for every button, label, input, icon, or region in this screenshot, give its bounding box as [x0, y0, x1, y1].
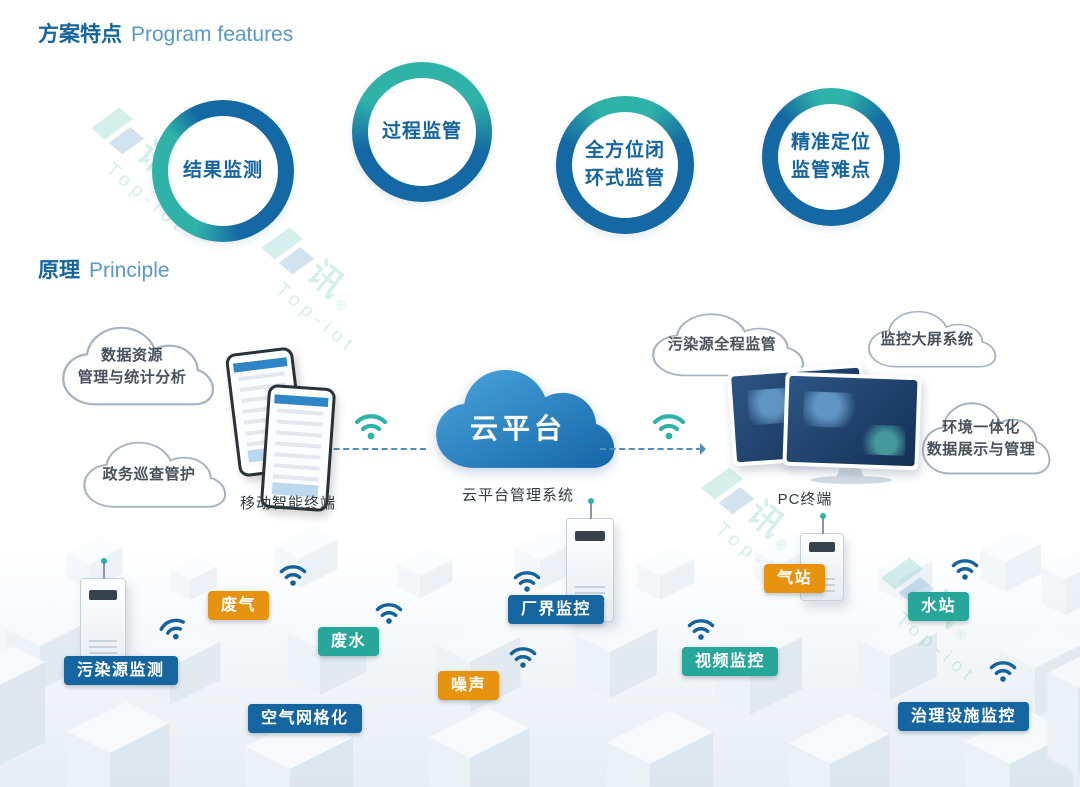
logo-bar-icon	[108, 127, 145, 155]
ring-label: 过程监管	[381, 121, 462, 143]
site-label-pollution-source-monitoring: 污染源监测	[64, 656, 178, 685]
wifi-icon	[506, 642, 540, 670]
feature-ring-result-monitoring: 结果监测	[152, 100, 294, 242]
ring-label: 监管难点	[790, 160, 871, 181]
section-title-principle: 原理 Principle	[38, 254, 170, 284]
wifi-icon	[350, 408, 392, 442]
cloud-label: 数据资源	[100, 346, 163, 364]
cloud-platform-label: 云平台	[469, 412, 566, 444]
logo-bar-icon	[261, 227, 304, 260]
watermark-glyph: 讯	[299, 254, 351, 306]
site-label-factory-boundary-monitoring: 厂界监控	[508, 595, 605, 624]
cloud-bubble-big-screen: 监控大屏系统	[856, 306, 998, 378]
phone-list-rows	[272, 408, 324, 484]
ring-label: 全方位闭	[584, 140, 665, 162]
device-screen	[88, 590, 118, 601]
wifi-icon	[948, 554, 982, 582]
ring-label: 环式监管	[584, 168, 665, 189]
wifi-icon	[372, 598, 406, 626]
cloud-label: 数据展示与管理	[926, 441, 1036, 459]
cloud-outline-icon	[62, 326, 215, 406]
wifi-icon	[684, 614, 718, 642]
ring-label: 结果监测	[182, 160, 263, 182]
cloud-bubble-data-management: 数据资源管理与统计分析	[48, 320, 216, 420]
monitor-screen	[786, 375, 918, 467]
wifi-icon	[648, 408, 690, 442]
cloud-bubble-pollution-supervision: 污染源全程监管	[638, 308, 806, 388]
site-label-waste-water: 废水	[318, 627, 380, 656]
title-features-en: Program features	[131, 23, 294, 46]
brand-watermark: 讯® Top-iot	[245, 225, 388, 360]
cloud-outline-icon	[652, 313, 805, 377]
cloud-outline-icon	[83, 441, 227, 508]
cloud-label: 管理与统计分析	[77, 369, 187, 386]
cloud-label: 环境一体化	[942, 418, 1020, 436]
feature-ring-closed-loop: 全方位闭环式监管	[556, 96, 694, 234]
cloud-outline-icon	[867, 310, 997, 368]
phone-header-bar	[232, 357, 288, 373]
connector-dashed-right	[600, 448, 702, 450]
site-label-water-station: 水站	[908, 592, 970, 621]
device-screen	[808, 541, 836, 552]
caption-mobile-terminal: 移动智能终端	[239, 495, 336, 512]
device-screen	[575, 531, 605, 542]
wifi-icon	[986, 656, 1020, 684]
title-principle-zh: 原理	[38, 259, 80, 282]
site-label-video-monitoring: 视频监控	[682, 647, 779, 676]
site-label-air-grid: 空气网格化	[248, 704, 362, 733]
wifi-icon	[510, 566, 544, 594]
logo-bar-icon	[91, 107, 134, 140]
title-features-zh: 方案特点	[38, 23, 122, 46]
section-title-features: 方案特点 Program features	[38, 18, 293, 48]
site-label-treatment-facility-monitoring: 治理设施监控	[898, 702, 1030, 731]
monitor-base	[810, 476, 892, 484]
registered-mark: ®	[331, 295, 350, 314]
cloud-bubble-gov-patrol: 政务巡查管护	[70, 436, 228, 520]
caption-platform-system: 云平台管理系统	[461, 487, 574, 504]
wifi-icon	[276, 560, 310, 588]
caption-pc-terminal: PC终端	[777, 491, 833, 508]
feature-ring-precise-positioning: 精准定位监管难点	[762, 88, 900, 226]
site-label-gas-station: 气站	[764, 564, 826, 593]
cloud-icon	[436, 370, 615, 468]
site-label-waste-gas: 废气	[208, 591, 270, 620]
phone-header-bar	[274, 394, 329, 407]
site-label-noise: 噪声	[438, 671, 500, 700]
cloud-label: 污染源全程监管	[667, 336, 777, 354]
wifi-icon	[153, 609, 194, 646]
cloud-bubble-env-integration: 环境一体化数据展示与管理	[910, 396, 1052, 488]
monitor-illustration	[782, 371, 922, 471]
arrow-right-icon	[700, 443, 712, 455]
cloud-platform: 云平台	[418, 360, 618, 488]
cloud-label: 监控大屏系统	[880, 330, 974, 348]
feature-ring-process-supervision: 过程监管	[352, 62, 492, 202]
logo-bar-icon	[278, 247, 315, 275]
cloud-label: 政务巡查管护	[102, 466, 196, 484]
connector-dashed-left	[324, 448, 426, 450]
cloud-outline-icon	[921, 402, 1051, 475]
title-principle-en: Principle	[89, 259, 170, 282]
ring-label: 精准定位	[790, 132, 871, 154]
